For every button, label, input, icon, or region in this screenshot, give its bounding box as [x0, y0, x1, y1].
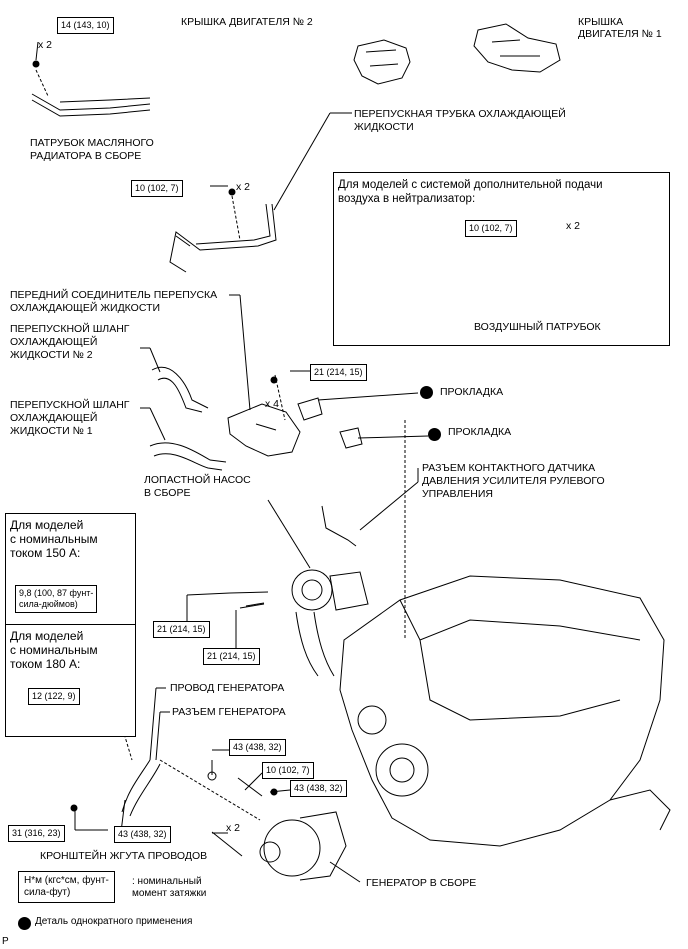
legend-unit-box: Н*м (кгс*см, фунт- сила-фут) [18, 871, 115, 903]
label-gasket-a: ПРОКЛАДКА [440, 386, 504, 398]
qty-connector-nut: x 4 [265, 398, 280, 410]
torque-connector-nut: 21 (214, 15) [310, 364, 367, 381]
label-bypass-pipe-l1: ПЕРЕПУСКНАЯ ТРУБКА ОХЛАЖДАЮЩЕЙ [354, 108, 566, 120]
legend-unit-l1: Н*м (кгс*см, фунт- [24, 875, 109, 886]
label-engine-cover-1-l1: КРЫШКА [578, 16, 624, 28]
hose-no1-drawing [149, 442, 227, 471]
box150-l3: током 150 A: [10, 546, 81, 560]
front-connector-drawing [227, 403, 301, 457]
label-engine-cover-1-l2: ДВИГАТЕЛЯ № 1 [578, 28, 662, 40]
ps-sensor-wire-drawing [321, 505, 357, 547]
legend-unit-l2: сила-фут) [24, 887, 71, 898]
torque-gen-bolt-b: 43 (438, 32) [114, 826, 171, 843]
box180-l2: с номинальным [10, 643, 98, 657]
label-bypass-pipe-l2: ЖИДКОСТИ [354, 121, 414, 133]
torque-oil-cooler: 14 (143, 10) [57, 17, 114, 34]
label-front-connector-l1: ПЕРЕДНИЙ СОЕДИНИТЕЛЬ ПЕРЕПУСКА [10, 289, 218, 301]
qty-bypass-pipe: x 2 [236, 181, 251, 193]
torque-pump-bolt-a: 21 (214, 15) [153, 621, 210, 638]
generator-drawing [259, 811, 347, 881]
label-ps-connector-l3: УПРАВЛЕНИЯ [422, 488, 494, 500]
label-gasket-b: ПРОКЛАДКА [448, 426, 512, 438]
label-air-pipe: ВОЗДУШНЫЙ ПАТРУБОК [474, 321, 601, 333]
box180-l3: током 180 A: [10, 657, 81, 671]
torque-bracket-bolt: 31 (316, 23) [8, 825, 65, 842]
torque-air-pipe: 10 (102, 7) [465, 220, 517, 237]
label-hose2-l1: ПЕРЕПУСКНОЙ ШЛАНГ [10, 323, 130, 335]
label-front-connector-l2: ОХЛАЖДАЮЩЕЙ ЖИДКОСТИ [10, 302, 161, 314]
engine-cover-2-drawing [353, 39, 411, 85]
torque-gen-stud: 10 (102, 7) [262, 762, 314, 779]
air-box-title-l1: Для моделей с системой дополнительной по… [338, 179, 603, 191]
oil-cooler-pipe-drawing [31, 93, 151, 117]
torque-box180: 12 (122, 9) [28, 688, 80, 705]
box180-l1: Для моделей [10, 629, 84, 643]
qty-oil-cooler: x 2 [38, 39, 53, 51]
label-hose1-l2: ОХЛАЖДАЮЩЕЙ [10, 412, 98, 424]
label-hose1-l1: ПЕРЕПУСКНОЙ ШЛАНГ [10, 399, 130, 411]
legend-unit-desc-l1: : номинальный [132, 876, 202, 887]
torque-bypass-pipe: 10 (102, 7) [131, 180, 183, 197]
label-gen-connector: РАЗЪЕМ ГЕНЕРАТОРА [172, 706, 286, 718]
secondary-air-box [333, 172, 670, 346]
torque-box150-l1: 9,8 (100, 87 фунт- [19, 588, 94, 598]
torque-pump-bolt-b: 21 (214, 15) [203, 648, 260, 665]
label-hose1-l3: ЖИДКОСТИ № 1 [10, 425, 93, 437]
torque-gen-bolt-a: 43 (438, 32) [290, 780, 347, 797]
label-vane-pump-l2: В СБОРЕ [144, 487, 191, 499]
label-engine-cover-2: КРЫШКА ДВИГАТЕЛЯ № 2 [181, 16, 313, 28]
engine-cover-1-drawing [473, 23, 561, 73]
label-vane-pump-l1: ЛОПАСТНОЙ НАСОС [144, 474, 251, 486]
non-reusable-mark-gasket-a [420, 386, 433, 399]
box150-l1: Для моделей [10, 518, 84, 532]
variant-box-divider [5, 624, 135, 625]
label-hose2-l2: ОХЛАЖДАЮЩЕЙ [10, 336, 98, 348]
qty-air-pipe: x 2 [566, 220, 581, 232]
label-generator: ГЕНЕРАТОР В СБОРЕ [366, 877, 477, 889]
corner-mark: P [2, 936, 9, 947]
air-box-title-l2: воздуха в нейтрализатор: [338, 193, 476, 205]
engine-drawing [339, 575, 671, 847]
label-ps-connector-l2: ДАВЛЕНИЯ УСИЛИТЕЛЯ РУЛЕВОГО [422, 475, 605, 487]
non-reusable-mark-gasket-b [428, 428, 441, 441]
hose-no2-drawing [151, 366, 209, 413]
label-oil-cooler-l1: ПАТРУБОК МАСЛЯНОГО [30, 137, 154, 149]
torque-box150-l2: сила-дюймов) [19, 599, 78, 609]
box150-l2: с номинальным [10, 532, 98, 546]
label-ps-connector-l1: РАЗЪЕМ КОНТАКТНОГО ДАТЧИКА [422, 462, 596, 474]
bypass-pipe-drawing [169, 203, 277, 273]
label-oil-cooler-l2: РАДИАТОРА В СБОРЕ [30, 150, 142, 162]
legend-non-reusable-mark [18, 917, 31, 930]
label-gen-wire: ПРОВОД ГЕНЕРАТОРА [170, 682, 285, 694]
label-harness-bracket: КРОНШТЕЙН ЖГУТА ПРОВОДОВ [40, 850, 208, 862]
legend-non-reusable-text: Деталь однократного применения [35, 916, 193, 927]
label-hose2-l3: ЖИДКОСТИ № 2 [10, 349, 93, 361]
torque-gen-nut: 43 (438, 32) [229, 739, 286, 756]
qty-gen-bolt: x 2 [226, 822, 241, 834]
torque-box150: 9,8 (100, 87 фунт- сила-дюймов) [15, 585, 98, 613]
vane-pump-drawing [291, 569, 369, 677]
generator-wire-drawing [121, 759, 161, 817]
legend-unit-desc-l2: момент затяжки [132, 888, 207, 899]
